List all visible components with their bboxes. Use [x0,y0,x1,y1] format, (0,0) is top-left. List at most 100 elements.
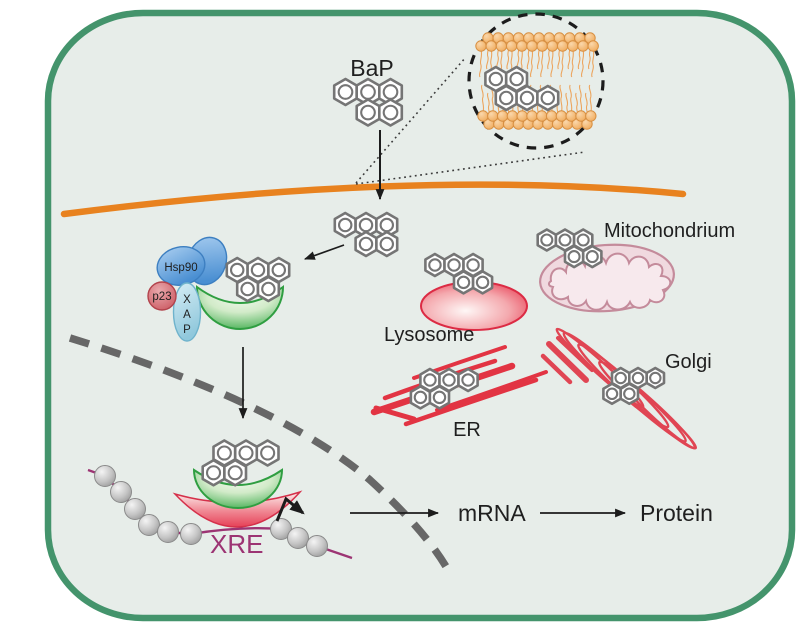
lipid-head [555,110,568,122]
lens-line-right [355,151,586,185]
aromatic-circle [488,71,504,87]
aromatic-circle [337,84,354,100]
aromatic-circle [540,233,554,247]
er-stroke [435,370,548,412]
lipid-head [516,110,528,122]
bap-on-er [409,367,479,410]
aromatic-circle [540,90,556,106]
lysosome-label: Lysosome [384,324,474,346]
lipid-bilayer [475,32,599,130]
nucleosome-bead [180,523,202,545]
aromatic-circle [358,236,374,252]
transcription-start-arrow [275,496,305,522]
lipid-tail [580,49,585,78]
lipid-head [575,110,587,122]
benzene-ring [375,230,399,258]
aromatic-circle [631,371,645,385]
benzene-ring [428,385,451,410]
bap-on-mitochondrium [536,228,603,269]
benzene-ring [223,458,248,487]
aromatic-circle [558,233,572,247]
hsp90-label: Hsp90 [164,262,197,274]
aromatic-circle [567,250,581,264]
lysosome: Lysosome [384,252,528,346]
lipid-tail [529,49,534,78]
bap-cytoplasm [333,211,399,258]
aromatic-circle [216,445,232,461]
nucleosome-bead [157,521,179,543]
mitochondrium-label: Mitochondrium [604,220,735,242]
benzene-ring [515,84,539,112]
aromatic-circle [614,371,627,385]
aromatic-circle [260,445,276,461]
benzene-ring [471,270,494,295]
bap-in-nucleus [201,439,280,487]
bap-on-lysosome [424,252,494,295]
lipid-head [565,110,577,122]
aromatic-circle [205,465,222,481]
lipid-tail [588,84,592,113]
aromatic-circle [379,236,395,252]
lipid-head [545,110,558,122]
aromatic-circle [623,387,636,401]
aromatic-circle [461,373,475,387]
lipid-head [487,110,499,122]
nucleosome-beads [94,465,328,557]
aromatic-circle [475,275,490,290]
benzene-ring [377,98,404,127]
nuclear-envelope [68,334,452,572]
benzene-ring [355,98,381,127]
endoplasmic-reticulum [370,345,548,427]
benzene-ring [457,367,479,393]
benzene-ring [255,439,280,467]
xre-label: XRE [210,529,263,559]
er-stroke [373,405,417,422]
xap-protein [172,282,202,342]
benzene-ring [235,275,260,303]
aromatic-circle [227,465,243,481]
lipid-head [505,40,518,52]
aromatic-circle [240,281,255,297]
ahr-crescent-nucleus [192,468,284,509]
xre-transcription-complex [172,439,305,528]
xap-letter-x: X [183,294,191,306]
aromatic-circle [428,258,442,272]
benzene-ring [645,366,666,390]
aromatic-circle [466,258,480,272]
lipid-tail [550,49,554,78]
lipid-head [567,40,579,52]
protein-label: Protein [640,500,713,526]
aromatic-circle [498,90,514,106]
benzene-ring [536,84,560,112]
benzene-ring [581,244,603,269]
lipid-tail [540,49,544,78]
p23-protein [147,281,177,311]
aromatic-circle [261,281,276,297]
lipid-tail [478,49,483,78]
lipid-head [496,110,509,122]
arrow-bap-to-receptor [303,244,345,260]
xap-letter-a: A [183,309,191,321]
aromatic-circle [509,71,524,87]
lipid-tail [480,84,485,113]
lipid-head [526,40,538,52]
aromatic-circle [360,104,376,121]
aromatic-circle [649,371,662,385]
plasma-membrane [60,181,687,218]
nucleosome-bead [306,535,328,557]
lipid-tail [569,84,573,113]
bap-label: BaP [350,55,393,81]
bap-in-membrane [484,65,560,112]
benzene-ring [619,382,640,406]
lipid-head [536,40,548,52]
benzene-ring [494,84,518,112]
lipid-head [546,40,559,52]
receptor-complex: Hsp90 X A P p23 [147,236,291,342]
dna-strand [87,465,353,560]
lipid-head [577,40,589,52]
aromatic-circle [432,390,447,405]
lipid-tail [559,84,563,113]
aromatic-circle [585,250,599,264]
nucleosome-bead [287,527,309,549]
